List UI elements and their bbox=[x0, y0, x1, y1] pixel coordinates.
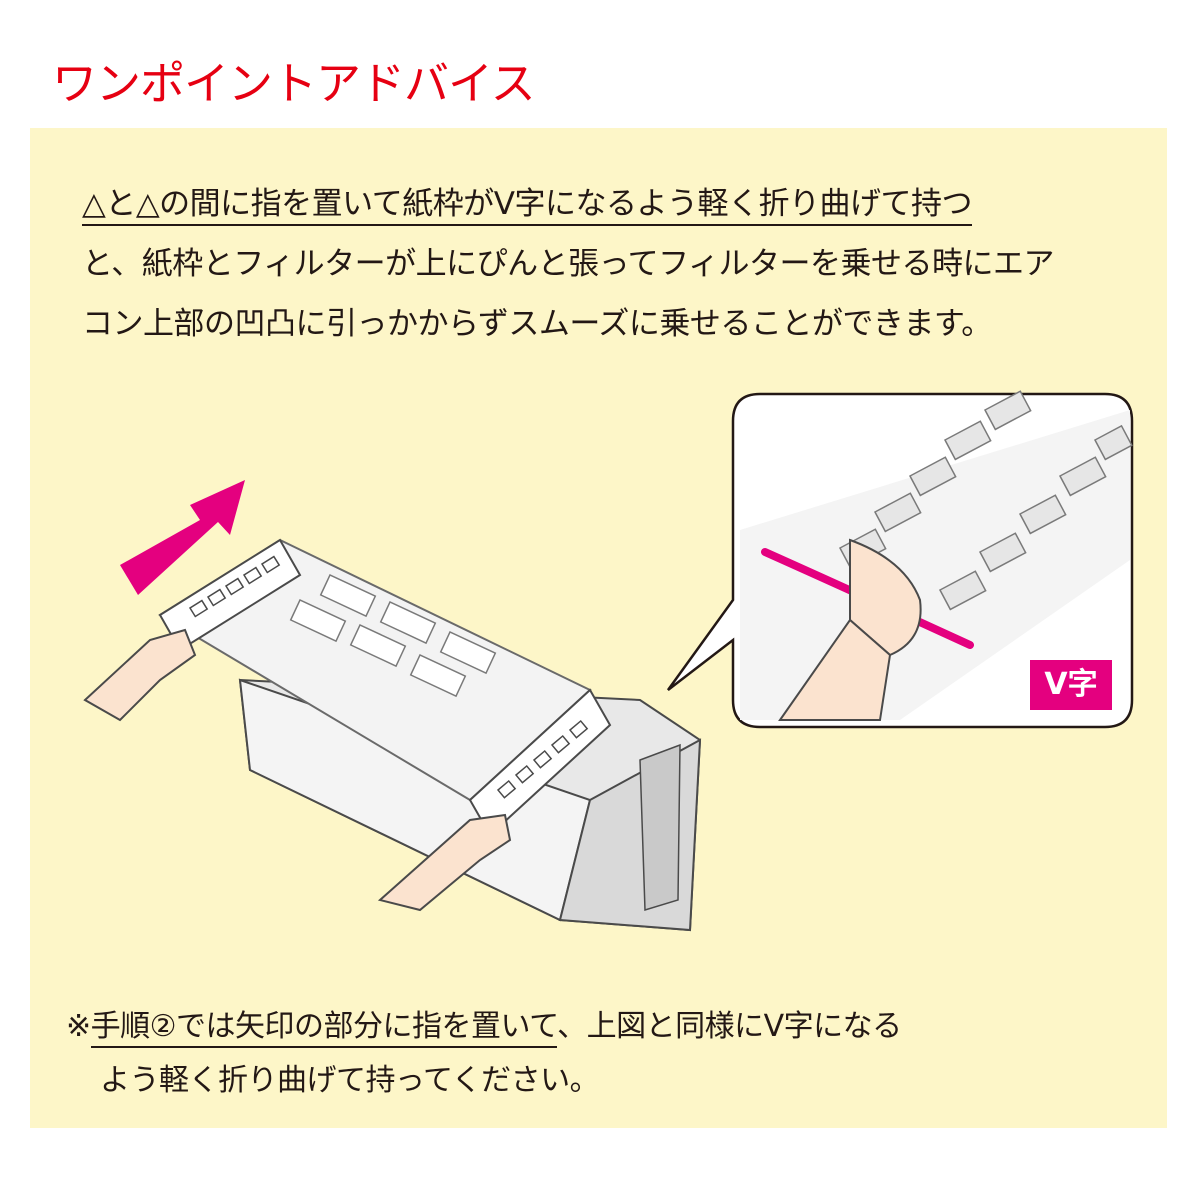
footnote-mark: ※ bbox=[66, 1009, 91, 1044]
direction-arrow-icon bbox=[120, 480, 245, 595]
tip-text: △と△の間に指を置いて紙枠がV字になるよう軽く折り曲げて持つ と、紙枠とフィルタ… bbox=[82, 174, 1142, 354]
footnote-line-2: よう軽く折り曲げて持ってください。 bbox=[100, 1063, 600, 1098]
zoom-callout bbox=[666, 390, 1134, 729]
page-heading: ワンポイントアドバイス bbox=[52, 57, 536, 110]
tip-line-2: と、紙枠とフィルターが上にぴんと張ってフィルターを乗せる時にエア bbox=[82, 246, 1054, 282]
footnote-rest: 、上図と同様にV字になる bbox=[557, 1009, 902, 1044]
v-shape-label: V字 bbox=[1030, 660, 1112, 710]
footnote-underlined: 手順②では矢印の部分に指を置いて bbox=[90, 1009, 558, 1048]
footnote-line-1: ※手順②では矢印の部分に指を置いて、上図と同様にV字になる bbox=[66, 1000, 1146, 1054]
tip-line-3: コン上部の凹凸に引っかからずスムーズに乗せることができます。 bbox=[82, 306, 992, 342]
footnote: ※手順②では矢印の部分に指を置いて、上図と同様にV字になる よう軽く折り曲げて持… bbox=[66, 1000, 1146, 1108]
hands-illustration bbox=[83, 628, 512, 912]
filter-sheet bbox=[158, 538, 612, 837]
tip-line-1: △と△の間に指を置いて紙枠がV字になるよう軽く折り曲げて持つ bbox=[82, 174, 1142, 234]
